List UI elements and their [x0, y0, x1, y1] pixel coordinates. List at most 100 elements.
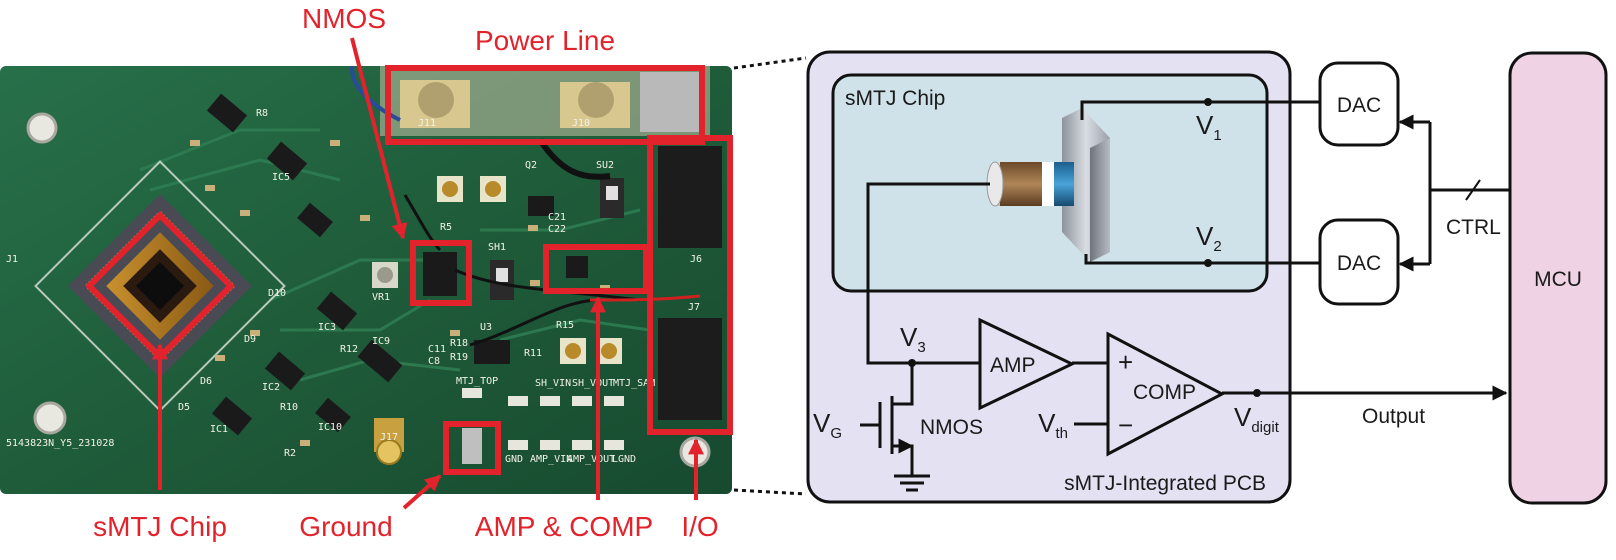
- part-label: Q2: [525, 160, 537, 171]
- part-label: R15: [556, 320, 574, 331]
- power-line-highlight: [385, 65, 705, 145]
- part-label: C8: [428, 356, 440, 367]
- io-connectors: [658, 146, 722, 420]
- part-label: R5: [440, 222, 452, 233]
- part-label: R2: [284, 448, 296, 459]
- mounting-hole: [33, 401, 67, 435]
- io-label: I/O: [681, 511, 718, 542]
- part-label: U3: [480, 322, 492, 333]
- zoom-guide-top: [733, 56, 807, 70]
- pad-label: MTJ_SAM: [613, 378, 655, 389]
- ctrl-label: CTRL: [1446, 216, 1501, 239]
- part-label: R12: [340, 344, 358, 355]
- ground-label: Ground: [299, 511, 392, 542]
- v1-node: [1204, 98, 1212, 106]
- amp-comp-label: AMP & COMP: [475, 511, 653, 542]
- ground-highlight: [443, 421, 501, 475]
- part-label: J10: [572, 118, 590, 129]
- nmos-label-schematic: NMOS: [920, 416, 983, 439]
- part-label: D5: [178, 402, 190, 413]
- part-label: IC5: [272, 172, 290, 183]
- part-label: IC9: [372, 336, 390, 347]
- nmos-label: NMOS: [302, 3, 386, 34]
- amp-comp-highlight: [543, 244, 649, 294]
- power-connectors: [400, 72, 700, 132]
- part-label: IC2: [262, 382, 280, 393]
- part-label: D10: [268, 288, 286, 299]
- v3-wire: [866, 182, 990, 365]
- dac-bottom: [1318, 218, 1400, 306]
- chip-socket: [34, 160, 286, 412]
- part-label: D9: [244, 334, 256, 345]
- v2-wire: [1084, 254, 1320, 265]
- part-label: J7: [688, 302, 700, 313]
- part-label: VR1: [372, 292, 390, 303]
- board-id: 5143823N_Y5_231028: [6, 438, 114, 449]
- pad-label: SH_VIN: [535, 378, 571, 389]
- part-label: R18: [450, 338, 468, 349]
- v2-node: [1204, 259, 1212, 267]
- ctrl-bus-slash: [1465, 179, 1481, 201]
- mounting-hole: [26, 112, 58, 144]
- part-label: R19: [450, 352, 468, 363]
- amp-symbol: [978, 317, 1076, 411]
- comp-symbol: [1106, 331, 1226, 457]
- switches: [490, 178, 624, 300]
- part-label: D6: [200, 376, 212, 387]
- part-label: C21: [548, 212, 566, 223]
- part-label: C11: [428, 344, 446, 355]
- potentiometers: [372, 176, 622, 364]
- nmos-transistor: [860, 363, 914, 476]
- smtj-chip-highlight: [85, 211, 235, 361]
- chip-panel-label: sMTJ Chip: [845, 87, 945, 110]
- mtj-device: [986, 108, 1110, 262]
- zoom-guide-bottom: [733, 488, 807, 496]
- ic-chips: [206, 93, 588, 436]
- part-label: J1: [6, 254, 18, 265]
- part-label: J17: [380, 432, 398, 443]
- comp-label: COMP: [1133, 381, 1196, 404]
- part-label: IC3: [318, 322, 336, 333]
- part-label: R11: [524, 348, 542, 359]
- pillar-free-layer: [1000, 162, 1042, 206]
- part-label: IC10: [318, 422, 342, 433]
- comp-plus: +: [1118, 347, 1133, 377]
- pad-label: AMP_VIN: [530, 454, 572, 465]
- mcu-block: [1508, 51, 1608, 505]
- v3-label: V3: [900, 322, 926, 356]
- part-label: IC1: [210, 424, 228, 435]
- pcb-panel-label: sMTJ-Integrated PCB: [1064, 472, 1266, 495]
- v2-label: V2: [1196, 221, 1222, 255]
- pad-label: GND: [505, 454, 523, 465]
- pillar-barrier: [1042, 162, 1054, 206]
- schematic: sMTJ-Integrated PCB sMTJ Chip V1 V2 V3: [806, 50, 1608, 505]
- v1-label: V1: [1196, 110, 1222, 144]
- mcu-label: MCU: [1534, 268, 1582, 291]
- smtj-chip-label: sMTJ Chip: [93, 511, 227, 542]
- dac-top: [1318, 61, 1400, 147]
- io-highlight: [647, 135, 733, 435]
- pillar-fixed-layer: [1054, 162, 1074, 206]
- part-label: J6: [690, 254, 702, 265]
- dac-top-label: DAC: [1337, 94, 1381, 117]
- part-label: SU2: [596, 160, 614, 171]
- pcb-photo: 5143823N_Y5_231028 MTJ_TOP SH_VIN SH_VOU…: [0, 37, 733, 510]
- sma-connector: [374, 418, 404, 465]
- vg-label: VG: [813, 408, 842, 442]
- part-label: SH1: [488, 242, 506, 253]
- nmos-highlight: [410, 240, 472, 306]
- ground-symbol: [894, 474, 930, 492]
- part-label: J11: [418, 118, 436, 129]
- vdigit-node: [1253, 389, 1261, 397]
- pcb-silkscreen: 5143823N_Y5_231028 MTJ_TOP SH_VIN SH_VOU…: [6, 108, 702, 465]
- v1-wire: [1080, 100, 1320, 120]
- part-label: R10: [280, 402, 298, 413]
- pad-label: SH_VOUT: [572, 378, 614, 389]
- pad-label: MTJ_TOP: [456, 376, 498, 387]
- power-line-label: Power Line: [475, 25, 615, 56]
- nmos-pointer: [350, 37, 408, 240]
- dac-bottom-label: DAC: [1337, 252, 1381, 275]
- amp-label: AMP: [990, 354, 1036, 377]
- vth-label: Vth: [1038, 408, 1068, 442]
